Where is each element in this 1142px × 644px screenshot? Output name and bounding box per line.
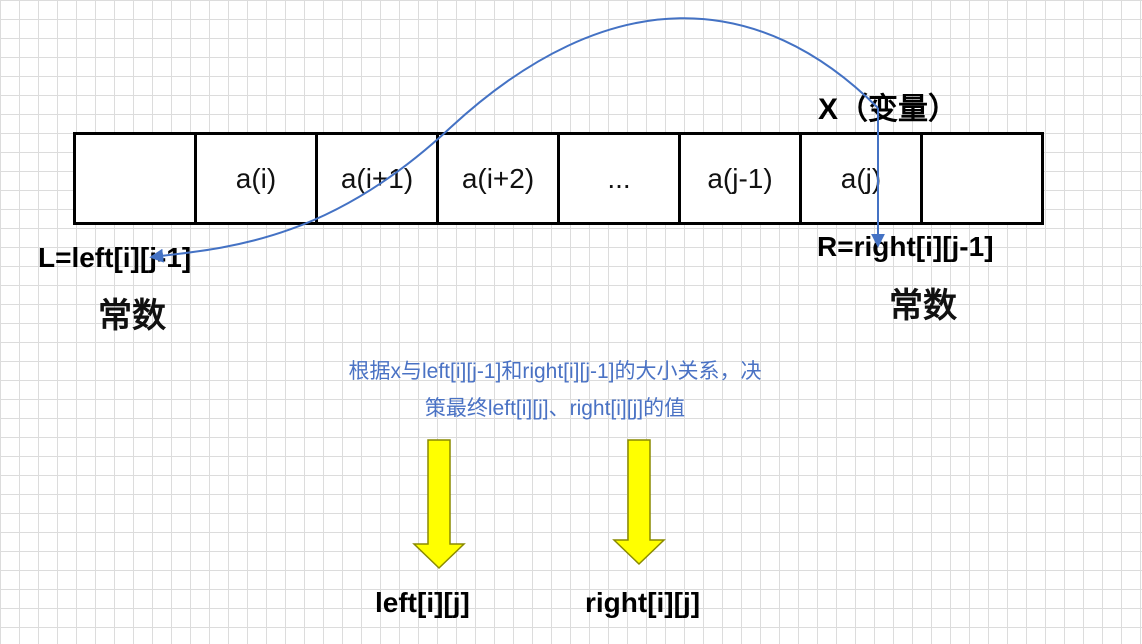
left-const-label: 常数 <box>98 297 166 335</box>
down-arrow-left-icon <box>412 439 466 570</box>
decision-note: 根据x与left[i][j-1]和right[i][j-1]的大小关系，决 策最… <box>270 353 840 427</box>
array-cell: a(j) <box>799 132 923 225</box>
array-cell: a(j-1) <box>678 132 802 225</box>
right-label: R=right[i][j-1] <box>817 231 994 262</box>
array-cell <box>73 132 197 225</box>
right-const-label: 常数 <box>889 287 957 325</box>
array-cell <box>920 132 1044 225</box>
output-left-label: left[i][j] <box>375 587 470 618</box>
left-label: L=left[i][j-1] <box>38 242 192 273</box>
curved-arrow-to-left <box>149 17 879 263</box>
note-line-2: 策最终left[i][j]、right[i][j]的值 <box>424 397 686 420</box>
output-right-label: right[i][j] <box>585 587 701 618</box>
array-cell: a(i) <box>194 132 318 225</box>
variable-label: X（变量） <box>818 93 959 126</box>
note-line-1: 根据x与left[i][j-1]和right[i][j-1]的大小关系，决 <box>348 360 762 383</box>
array-cell: ... <box>557 132 681 225</box>
array-cell: a(i+2) <box>436 132 560 225</box>
down-arrow-right-icon <box>612 439 666 566</box>
